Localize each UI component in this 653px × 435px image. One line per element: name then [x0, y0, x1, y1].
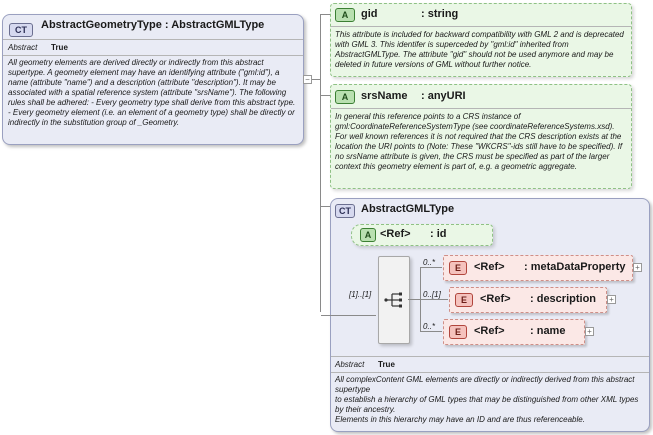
description-line: All complexContent GML elements are dire…: [335, 375, 635, 394]
abstract-label: Abstract: [335, 360, 365, 369]
element-multiplicity: 0..[1]: [423, 290, 441, 299]
element-multiplicity: 0..*: [423, 258, 436, 267]
type-title: AbstractGeometryType : AbstractGMLType: [41, 19, 265, 31]
element-badge-icon: E: [455, 293, 473, 307]
attribute-name: <Ref>: [380, 228, 411, 240]
attribute-description: This attribute is included for backward …: [335, 30, 624, 69]
abstract-gml-type-box[interactable]: CT AbstractGMLType A <Ref> : id [1]..[1]…: [321, 198, 650, 432]
attribute-name: srsName: [361, 90, 408, 102]
element-badge-icon: E: [449, 325, 467, 339]
attribute-badge-icon: A: [335, 8, 355, 22]
complex-type-badge-icon: CT: [335, 204, 355, 218]
element-name: <Ref>: [474, 325, 505, 337]
expand-icon[interactable]: +: [607, 295, 616, 304]
base-type-description: All complexContent GML elements are dire…: [335, 375, 640, 425]
abstract-value: True: [378, 360, 395, 369]
attribute-badge-icon: A: [335, 90, 355, 104]
abstract-geometry-type-box[interactable]: CT AbstractGeometryType : AbstractGMLTyp…: [2, 14, 304, 145]
element-multiplicity: 0..*: [423, 322, 436, 331]
sequence-multiplicity: [1]..[1]: [349, 290, 372, 299]
element-type: : metaDataProperty: [524, 261, 626, 273]
attribute-type: : id: [430, 228, 447, 240]
element-name: <Ref>: [474, 261, 505, 273]
collapse-toggle-icon[interactable]: −: [303, 75, 312, 84]
attribute-badge-icon: A: [360, 228, 376, 242]
element-description[interactable]: E <Ref> : description: [449, 287, 607, 313]
attribute-type: : string: [421, 8, 459, 20]
element-name-ref[interactable]: E <Ref> : name: [443, 319, 585, 345]
attribute-gid[interactable]: A gid : string This attribute is include…: [330, 3, 632, 77]
sequence-icon: [384, 292, 402, 308]
attribute-name: gid: [361, 8, 378, 20]
attribute-type: : anyURI: [421, 90, 466, 102]
element-name: <Ref>: [480, 293, 511, 305]
element-type: : name: [530, 325, 566, 337]
base-type-title: AbstractGMLType: [361, 203, 455, 215]
complex-type-header: CT: [9, 20, 33, 38]
attribute-id[interactable]: A <Ref> : id: [351, 224, 493, 246]
expand-icon[interactable]: +: [585, 327, 594, 336]
abstract-label: Abstract: [8, 43, 38, 52]
complex-type-badge-icon: CT: [9, 23, 33, 37]
expand-icon[interactable]: +: [633, 263, 642, 272]
description-line: Elements in this hierarchy may have an I…: [335, 415, 585, 424]
attribute-description: In general this reference points to a CR…: [335, 112, 623, 171]
type-description: All geometry elements are derived direct…: [8, 58, 296, 127]
attribute-srsname[interactable]: A srsName : anyURI In general this refer…: [330, 84, 632, 189]
element-badge-icon: E: [449, 261, 467, 275]
description-line: to establish a hierarchy of GML types th…: [335, 395, 639, 414]
sequence-compositor[interactable]: [378, 256, 410, 344]
element-metadataproperty[interactable]: E <Ref> : metaDataProperty: [443, 255, 633, 281]
element-type: : description: [530, 293, 597, 305]
abstract-value: True: [51, 43, 68, 52]
